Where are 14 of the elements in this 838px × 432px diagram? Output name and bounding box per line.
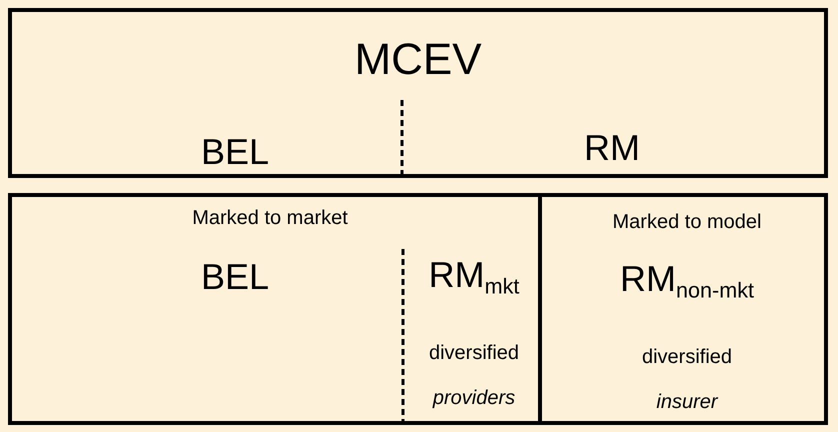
top-panel: [8, 8, 828, 178]
section-label: RM: [584, 130, 640, 166]
section-note: diversified: [642, 347, 732, 367]
bottom-panel: [8, 193, 828, 425]
section-note: insurer: [656, 392, 718, 412]
section-label: BEL: [200, 134, 270, 170]
section-heading: Marked to market: [192, 208, 348, 228]
section-label: RM$_{mkt}$: [428, 256, 520, 298]
panel-title: MCEV: [354, 38, 482, 82]
section-note: providers: [432, 388, 516, 408]
section-label: BEL: [200, 259, 270, 295]
section-note: diversified: [428, 343, 520, 363]
section-label: RM$_{non-mkt}$: [620, 260, 754, 302]
section-heading: Marked to model: [612, 212, 762, 232]
